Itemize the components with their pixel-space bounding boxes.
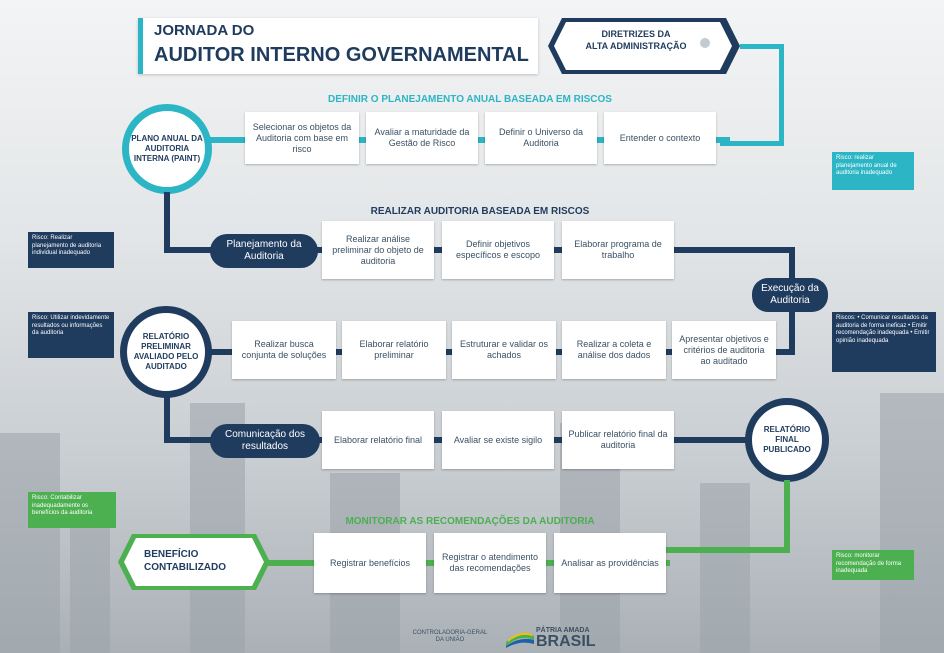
- step-registrar-beneficios: Registrar benefícios: [314, 533, 426, 593]
- step-apresentar-objetivos: Apresentar objetivos e critérios de audi…: [672, 321, 776, 379]
- risk-comunicar-resultados: Riscos: • Comunicar resultados da audito…: [832, 312, 936, 372]
- step-definir-objetivos: Definir objetivos específicos e escopo: [442, 221, 554, 279]
- step-publicar-relatorio: Publicar relatório final da auditoria: [562, 411, 674, 469]
- connector: [164, 247, 224, 253]
- step-programa-trabalho: Elaborar programa de trabalho: [562, 221, 674, 279]
- section-title-auditoria: REALIZAR AUDITORIA BASEADA EM RISCOS: [370, 206, 590, 217]
- connector: [640, 547, 790, 553]
- risk-utilizar-resultados: Risco: Utilizar indevidamente resultados…: [28, 312, 114, 358]
- circle-relatorio-final: RELATÓRIO FINAL PUBLICADO: [745, 398, 829, 482]
- pill-execucao: Execução da Auditoria: [752, 278, 828, 312]
- background-building: [700, 483, 750, 653]
- step-registrar-atendimento: Registrar o atendimento das recomendaçõe…: [434, 533, 546, 593]
- step-avaliar-maturidade: Avaliar a maturidade da Gestão de Risco: [366, 112, 478, 164]
- step-definir-universo: Definir o Universo da Auditoria: [485, 112, 597, 164]
- risk-contabilizar-beneficios: Risco: Contabilizar inadequadamente os b…: [28, 492, 116, 528]
- lightbulb-icon: [700, 38, 710, 48]
- footer-brand-big: BRASIL: [536, 633, 596, 650]
- section-title-planejamento: DEFINIR O PLANEJAMENTO ANUAL BASEADA EM …: [328, 94, 612, 105]
- title-line2: AUDITOR INTERNO GOVERNAMENTAL: [154, 44, 529, 66]
- risk-monitorar-recomendacao: Risco: monitorar recomendação de forma i…: [832, 550, 914, 580]
- title-banner: JORNADA DO AUDITOR INTERNO GOVERNAMENTAL: [138, 18, 538, 74]
- step-analisar-providencias: Analisar as providências: [554, 533, 666, 593]
- step-avaliar-sigilo: Avaliar se existe sigilo: [442, 411, 554, 469]
- title-line1: JORNADA DO: [154, 22, 255, 39]
- circle-paint: PLANO ANUAL DA AUDITORIA INTERNA (PAINT): [122, 104, 212, 194]
- step-coleta-analise: Realizar a coleta e análise dos dados: [562, 321, 666, 379]
- step-entender-contexto: Entender o contexto: [604, 112, 716, 164]
- diretrizes-shape: [548, 18, 740, 74]
- connector: [784, 480, 790, 550]
- connector: [740, 44, 784, 49]
- brazil-flag-logo: [506, 632, 534, 648]
- connector: [164, 192, 170, 252]
- step-relatorio-final: Elaborar relatório final: [322, 411, 434, 469]
- connector: [720, 141, 784, 146]
- pill-planejamento: Planejamento da Auditoria: [210, 234, 318, 268]
- step-analise-preliminar: Realizar análise preliminar do objeto de…: [322, 221, 434, 279]
- risk-planejamento-individual: Risco: Realizar planejamento de auditori…: [28, 232, 114, 268]
- beneficio-label: BENEFÍCIO CONTABILIZADO: [144, 549, 227, 573]
- risk-planejamento-anual: Risco: realizar planejamento anual de au…: [832, 152, 914, 190]
- title-accent: [138, 18, 143, 74]
- background-building: [880, 393, 944, 653]
- beneficio-shape: [118, 534, 270, 590]
- background-building: [0, 433, 60, 653]
- pill-comunicacao: Comunicação dos resultados: [210, 424, 320, 458]
- section-title-monitorar: MONITORAR AS RECOMENDAÇÕES DA AUDITORIA: [345, 516, 595, 527]
- step-relatorio-preliminar: Elaborar relatório preliminar: [342, 321, 446, 379]
- step-estruturar-achados: Estruturar e validar os achados: [452, 321, 556, 379]
- footer-cgu: CONTROLADORIA-GERAL DA UNIÃO: [412, 630, 488, 643]
- connector: [164, 437, 224, 443]
- step-busca-solucoes: Realizar busca conjunta de soluções: [232, 321, 336, 379]
- footer-brand-small: PÁTRIA AMADA: [536, 627, 590, 634]
- step-selecionar-objetos: Selecionar os objetos da Auditoria com b…: [245, 112, 359, 164]
- connector: [164, 396, 170, 442]
- circle-relatorio-preliminar: RELATÓRIO PRELIMINAR AVALIADO PELO AUDIT…: [120, 306, 212, 398]
- connector: [779, 44, 784, 146]
